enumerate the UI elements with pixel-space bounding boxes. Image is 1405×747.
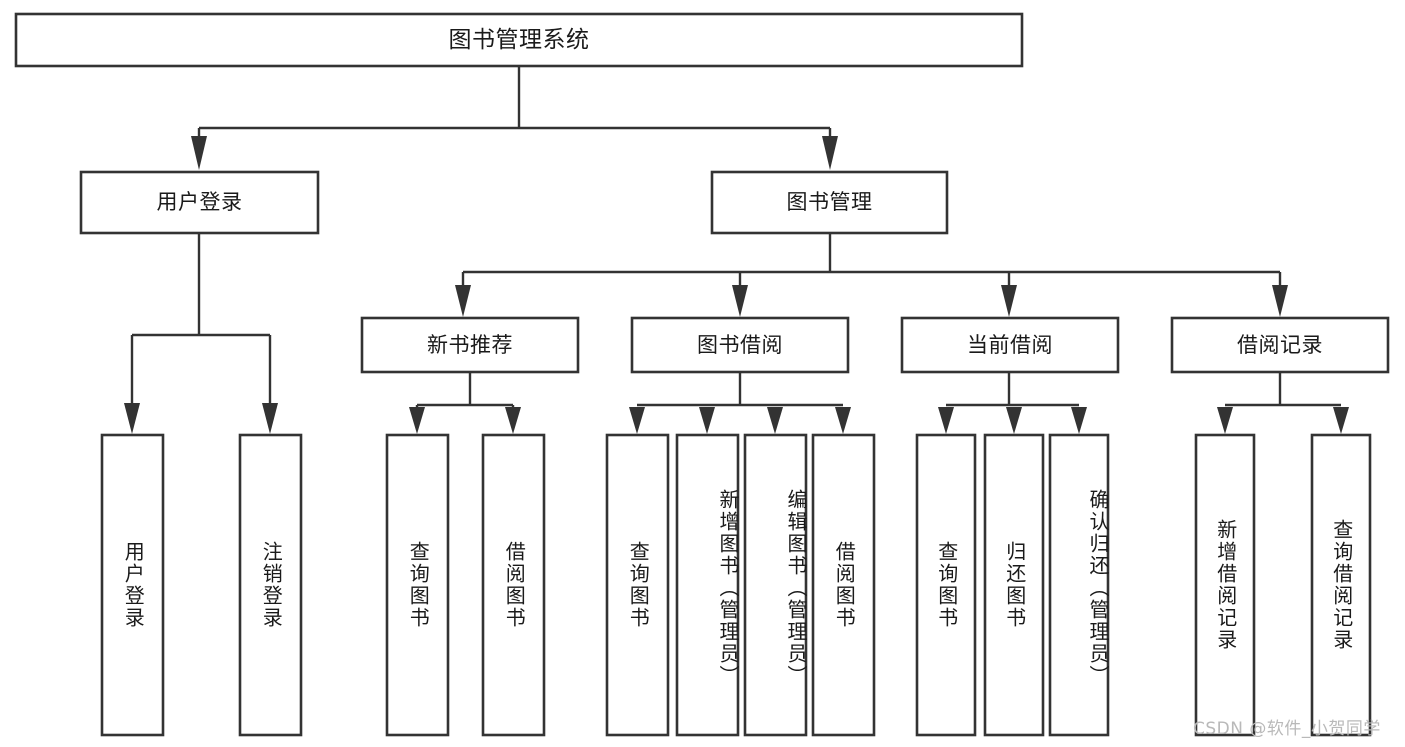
arrow-head-leaf-logout	[262, 403, 278, 434]
node-box-leaf-borrow-book[interactable]	[811, 433, 876, 737]
node-box-leaf-return-book[interactable]	[983, 433, 1045, 737]
arrow-head-leaf-query-borrow-record	[1333, 407, 1349, 434]
node-box-user-login[interactable]	[79, 170, 320, 235]
node-box-current-borrow[interactable]	[900, 316, 1120, 374]
node-box-root[interactable]	[14, 12, 1024, 68]
csdn-watermark: CSDN @软件_小贺同学	[1193, 719, 1381, 739]
node-box-leaf-add-borrow-record[interactable]	[1194, 433, 1256, 737]
node-box-book-management[interactable]	[710, 170, 949, 235]
arrow-head-new-book-recommend	[455, 285, 471, 317]
node-box-leaf-add-book[interactable]	[675, 433, 740, 737]
arrow-head-leaf-query-book-recommend	[409, 407, 425, 434]
node-box-leaf-query-book-borrow[interactable]	[605, 433, 670, 737]
arrow-head-user-login	[191, 136, 207, 170]
node-box-borrow-record[interactable]	[1170, 316, 1390, 374]
arrow-head-leaf-add-book	[699, 407, 715, 434]
arrow-head-borrow-record	[1272, 285, 1288, 317]
arrow-head-book-borrow	[732, 285, 748, 317]
node-box-leaf-edit-book[interactable]	[743, 433, 808, 737]
arrow-head-leaf-confirm-return	[1071, 407, 1087, 434]
node-box-leaf-query-borrow-record[interactable]	[1310, 433, 1372, 737]
arrow-head-leaf-borrow-book-recommend	[505, 407, 521, 434]
arrow-head-current-borrow	[1001, 285, 1017, 317]
node-box-leaf-logout[interactable]	[238, 433, 303, 737]
arrow-head-leaf-query-book-borrow	[629, 407, 645, 434]
node-box-leaf-user-login[interactable]	[100, 433, 165, 737]
arrow-head-leaf-add-borrow-record	[1217, 407, 1233, 434]
arrow-head-leaf-edit-book	[767, 407, 783, 434]
node-box-leaf-borrow-book-recommend[interactable]	[481, 433, 546, 737]
arrow-head-leaf-borrow-book	[835, 407, 851, 434]
node-box-book-borrow[interactable]	[630, 316, 850, 374]
node-box-leaf-query-book-current[interactable]	[915, 433, 977, 737]
arrow-head-book-management	[822, 136, 838, 170]
node-box-leaf-query-book-recommend[interactable]	[385, 433, 450, 737]
arrow-head-leaf-user-login	[124, 403, 140, 434]
node-box-new-book-recommend[interactable]	[360, 316, 580, 374]
arrow-head-leaf-return-book	[1006, 407, 1022, 434]
arrow-head-leaf-query-book-current	[938, 407, 954, 434]
node-box-leaf-confirm-return[interactable]	[1048, 433, 1110, 737]
